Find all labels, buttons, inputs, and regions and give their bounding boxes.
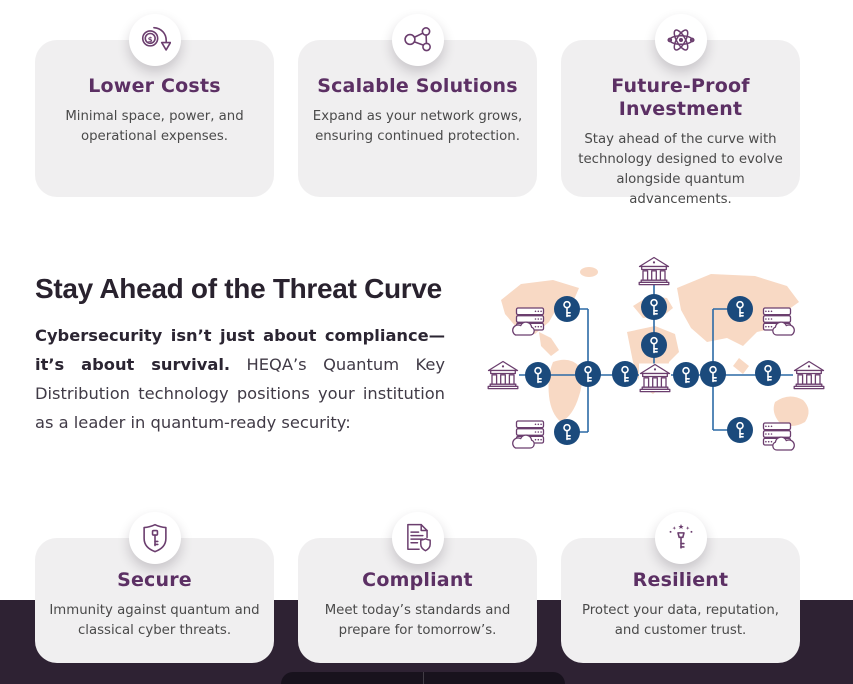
bottom-sheet-peek[interactable] xyxy=(281,672,565,684)
section-copy: Cybersecurity isn’t just about complianc… xyxy=(35,321,445,437)
atom-icon xyxy=(654,14,707,66)
benefit-card-lower-costs: $ Lower Costs Minimal space, power, and … xyxy=(35,14,274,197)
card-body: Immunity against quantum and classical c… xyxy=(49,603,260,638)
benefit-card-secure: Secure Immunity against quantum and clas… xyxy=(35,512,274,663)
section-copy-rest: HEQA’s Quantum Key Distribution technolo… xyxy=(35,355,445,432)
benefit-card-scalable-solutions: Scalable Solutions Expand as your networ… xyxy=(298,14,537,197)
benefit-card-compliant: Compliant Meet today’s standards and pre… xyxy=(298,512,537,663)
benefit-card-resilient: Resilient Protect your data, reputation,… xyxy=(561,512,800,663)
card-title: Lower Costs xyxy=(88,75,221,97)
card-body: Expand as your network grows, ensuring c… xyxy=(312,109,523,144)
document-shield-icon xyxy=(391,512,444,564)
card-title: Scalable Solutions xyxy=(317,75,518,97)
network-nodes-icon xyxy=(391,14,444,66)
key-sparkle-icon xyxy=(654,512,707,564)
benefit-card-future-proof: Future-Proof Investment Stay ahead of th… xyxy=(561,14,800,207)
card-title: Future-Proof Investment xyxy=(611,75,750,120)
global-qkd-network-illustration xyxy=(486,252,845,467)
card-body: Meet today’s standards and prepare for t… xyxy=(324,603,511,638)
svg-text:$: $ xyxy=(147,36,152,44)
coin-arrow-icon: $ xyxy=(128,14,181,66)
card-body: Protect your data, reputation, and custo… xyxy=(581,603,780,638)
qkd-network-svg xyxy=(486,255,826,451)
shield-key-icon xyxy=(128,512,181,564)
card-body: Minimal space, power, and operational ex… xyxy=(65,109,244,144)
section-copy-lead: Cybersecurity isn’t just about complianc… xyxy=(35,326,445,374)
benefits-row-top: $ Lower Costs Minimal space, power, and … xyxy=(35,14,821,207)
bottom-sheet-divider xyxy=(423,672,424,684)
card-title: Compliant xyxy=(362,569,473,591)
benefits-row-bottom: Secure Immunity against quantum and clas… xyxy=(35,512,821,663)
card-title: Resilient xyxy=(632,569,729,591)
card-title: Secure xyxy=(117,569,192,591)
section-heading: Stay Ahead of the Threat Curve xyxy=(35,273,442,304)
card-body: Stay ahead of the curve with technology … xyxy=(578,132,783,207)
